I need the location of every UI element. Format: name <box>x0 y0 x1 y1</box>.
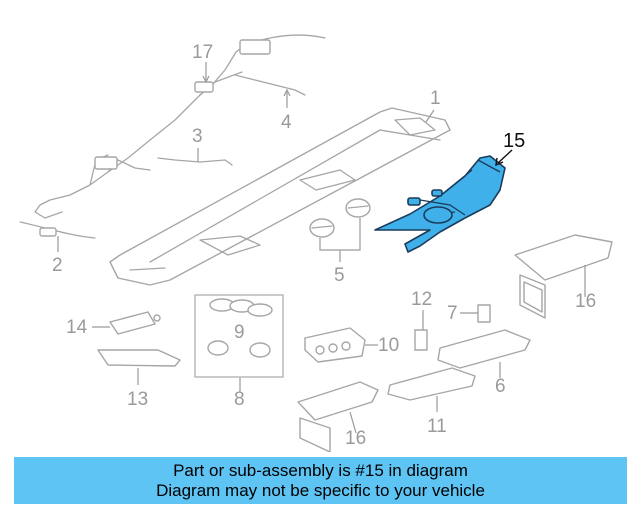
callout-9: 9 <box>234 322 245 343</box>
banner-line-2: Diagram may not be specific to your vehi… <box>156 480 485 500</box>
part-12[interactable] <box>414 329 428 351</box>
parts-diagram: 17 4 3 2 1 5 15 16 14 13 9 8 10 12 7 6 1… <box>19 34 613 452</box>
callout-17: 17 <box>192 42 213 63</box>
callout-7: 7 <box>447 303 458 324</box>
part-11-console[interactable] <box>387 367 476 401</box>
part-16-video-screen-right[interactable] <box>514 234 613 319</box>
callout-16-lower: 16 <box>345 428 366 449</box>
callout-14: 14 <box>66 317 88 338</box>
callout-leaders <box>57 62 586 434</box>
callout-5: 5 <box>334 265 345 286</box>
part-5-dome-lamps[interactable] <box>309 198 371 238</box>
callout-10: 10 <box>378 335 399 356</box>
callout-2: 2 <box>52 255 63 276</box>
part-13[interactable] <box>97 349 181 367</box>
banner-line-1: Part or sub-assembly is #15 in diagram <box>173 460 468 480</box>
part-10-switch-bank[interactable] <box>304 327 366 363</box>
part-16-video-screen-lower[interactable] <box>297 381 379 452</box>
callout-16-right: 16 <box>575 291 596 312</box>
part-1-overhead-panel[interactable] <box>109 107 451 286</box>
callout-15: 15 <box>503 130 525 152</box>
info-banner: Part or sub-assembly is #15 in diagram D… <box>14 457 627 504</box>
callout-6: 6 <box>495 376 506 397</box>
part-15-overhead-console[interactable] <box>374 155 506 253</box>
callout-4: 4 <box>281 112 292 133</box>
part-17-wiring-harness[interactable] <box>19 34 326 239</box>
part-8-kit-box[interactable] <box>194 294 284 378</box>
callout-8: 8 <box>234 389 245 410</box>
callout-11: 11 <box>427 416 447 437</box>
part-4-wire[interactable] <box>234 74 306 96</box>
part-7[interactable] <box>477 304 491 323</box>
callout-13: 13 <box>127 389 148 410</box>
part-6-console[interactable] <box>437 329 531 369</box>
part-3-wire[interactable] <box>157 157 233 166</box>
callout-12: 12 <box>411 289 432 310</box>
callout-1: 1 <box>430 88 441 109</box>
part-14[interactable] <box>109 311 161 335</box>
callout-3: 3 <box>192 126 203 147</box>
